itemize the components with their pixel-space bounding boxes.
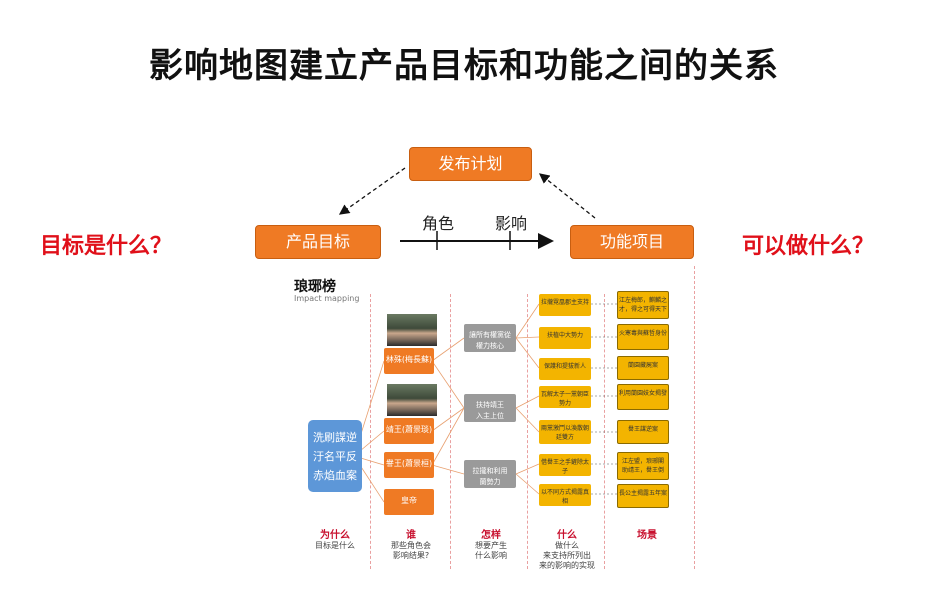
column-divider (527, 294, 528, 569)
column-subtext: 那些角色会 影响结果? (391, 541, 431, 560)
deliverable-box: 以不同方式揭露真相 (539, 484, 591, 506)
column-footer-why: 为什么 目标是什么 (302, 526, 368, 551)
scene-box: 長公主揭露五年案 (617, 484, 669, 508)
goal-box: 洗刷謀逆 汙名平反 赤焰血案 (308, 420, 362, 492)
deliverable-box: 兩黨激鬥以渙散朝廷雙方 (539, 420, 591, 444)
scene-box: 江左盟，琅琊閣 助靖王，譽王倒 (617, 452, 669, 480)
scene-box: 江左梅郎，麒麟之才，得之可得天下 (617, 291, 669, 319)
deliverable-box: 保護和提拔新人 (539, 358, 591, 380)
feature-items-node: 功能项目 (570, 225, 694, 259)
goal-line: 汙名平反 (313, 450, 357, 463)
impact-box: 拉攏和利用 蘭勢力 (464, 460, 516, 488)
right-question: 可以做什么？ (742, 234, 875, 259)
actor-box: 皇帝 (384, 489, 434, 515)
column-footer-what: 什么 做什么 来支持所列出 来的影响的实现 (532, 526, 602, 571)
column-subtext: 目标是什么 (315, 541, 355, 550)
deliverable-box: 拉攏霓凰郡主支持 (539, 294, 591, 316)
deliverable-box: 借譽王之手鏟除太子 (539, 454, 591, 476)
actor-label: 角色 (422, 214, 455, 233)
actor-box: 林殊(梅長蘇) (384, 348, 434, 374)
character-photo (387, 384, 437, 416)
figure-heading: 琅琊榜 (294, 279, 336, 295)
column-divider (370, 294, 371, 569)
column-heading: 谁 (406, 530, 416, 541)
scene-box: 火寒毒與蘇哲身份 (617, 324, 669, 350)
column-heading: 什么 (557, 530, 577, 541)
release-plan-node: 发布计划 (409, 147, 532, 181)
actor-box: 靖王(蕭景琰) (384, 418, 434, 444)
column-subtext: 做什么 来支持所列出 来的影响的实现 (539, 541, 595, 570)
goal-line: 赤焰血案 (313, 469, 357, 482)
page-title: 影响地图建立产品目标和功能之间的关系 (149, 46, 779, 86)
scene-box: 譽王謀逆案 (617, 420, 669, 444)
character-photo (387, 314, 437, 346)
column-divider (694, 266, 695, 569)
release-to-goal-arrow (338, 167, 406, 215)
deliverable-box: 扶植中大勢力 (539, 327, 591, 349)
deliverable-box: 瓦解太子一黨朝臣勢力 (539, 386, 591, 408)
column-heading: 场景 (637, 530, 657, 541)
actor-box: 譽王(蕭景桓) (384, 452, 434, 478)
impact-label: 影响 (495, 214, 528, 233)
column-subtext: 想要产生 什么影响 (475, 541, 507, 560)
figure-subheading: Impact mapping (294, 294, 360, 303)
goal-line: 洗刷謀逆 (313, 431, 357, 444)
feature-to-release-arrow (538, 173, 596, 219)
top-diagram-connectors (338, 167, 596, 250)
column-footer-scene: 场景 (614, 526, 680, 541)
column-footer-how: 怎样 想要产生 什么影响 (458, 526, 524, 561)
product-goal-node: 产品目标 (255, 225, 381, 259)
impact-map-figure: 琅琊榜 Impact mapping (284, 266, 696, 576)
column-heading: 为什么 (320, 530, 350, 541)
column-footer-who: 谁 那些角色会 影响结果? (378, 526, 444, 561)
left-question: 目标是什么？ (40, 234, 173, 259)
scene-box: 利用蘭園妓女揭發 (617, 384, 669, 410)
column-divider (604, 294, 605, 569)
impact-box: 扶持靖王 入主上位 (464, 394, 516, 422)
column-heading: 怎样 (481, 530, 501, 541)
scene-box: 蘭園藏屍案 (617, 356, 669, 380)
impact-box: 讓所有權黨從 權力核心 (464, 324, 516, 352)
